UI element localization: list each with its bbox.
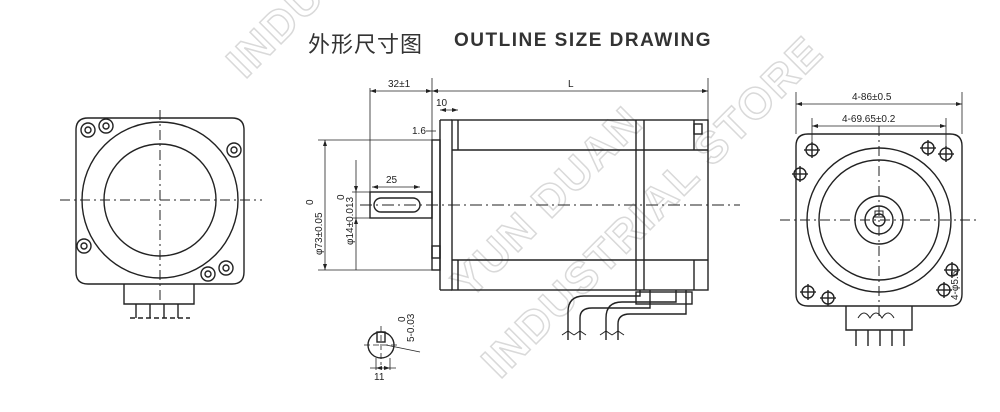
bolt-pitch-outer-label: 4-86±0.5	[852, 92, 892, 103]
side-dimension-lines	[318, 78, 709, 271]
bolt-pitch-inner-label: 4-69.65±0.2	[842, 114, 896, 125]
hole-diameter-label: 4-φ5.5	[950, 270, 961, 300]
shaft-diameter-label: φ14±0.013	[345, 196, 356, 245]
pilot-diameter-label: φ73±0.05	[314, 212, 325, 255]
step-label: 1.6	[412, 126, 426, 137]
flange-thickness-label: 10	[436, 98, 448, 109]
watermark-text-2: YUN DUAN	[442, 97, 652, 307]
key-width-label: 5-0.03	[406, 313, 417, 342]
watermark-text-1: INDUSTRY	[217, 0, 421, 87]
title-chinese: 外形尺寸图	[308, 33, 424, 58]
body-length-label: L	[568, 79, 574, 90]
title-english: OUTLINE SIZE DRAWING	[454, 30, 712, 51]
side-view	[360, 119, 740, 340]
shaft-length-label: 32±1	[388, 79, 411, 90]
rear-view	[60, 110, 262, 319]
dimension-labels: 32±1 L 10 1.6 25 φ73±0.05 0 φ14±0.013 0 …	[305, 79, 961, 383]
front-view	[780, 126, 978, 346]
pilot-tolerance-zero: 0	[305, 199, 316, 205]
shaft-section	[364, 326, 421, 370]
dimension-arrows	[323, 89, 962, 370]
shaft-tolerance-zero: 0	[336, 194, 347, 200]
key-depth-label: 11	[374, 372, 385, 383]
key-tolerance-zero: 0	[397, 316, 408, 322]
watermark: INDUSTRY YUN DUAN INDUSTRIAL STORE	[217, 0, 834, 388]
key-length-label: 25	[386, 175, 398, 186]
front-dimension-lines	[795, 92, 963, 148]
